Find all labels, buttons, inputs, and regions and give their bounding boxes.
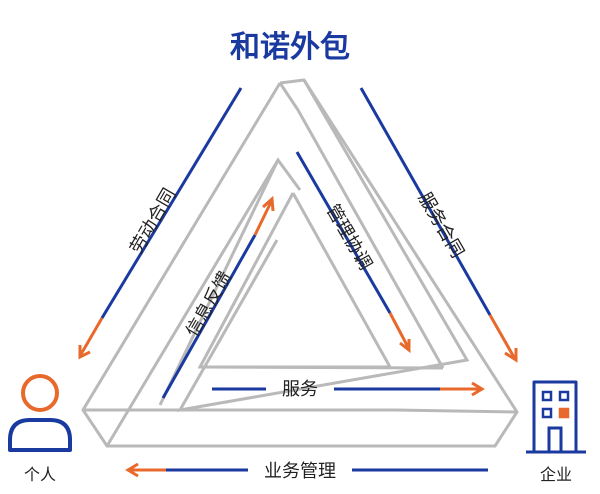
building-window-4 bbox=[558, 407, 570, 419]
triangle-inner-left bbox=[158, 159, 280, 406]
service-contract-arrowhead bbox=[504, 348, 518, 363]
coordination-arrow-tip bbox=[388, 312, 411, 350]
service-contract-arrow-line bbox=[359, 87, 492, 316]
label-person: 个人 bbox=[24, 465, 56, 484]
triangle-inner-base bbox=[199, 365, 444, 370]
building-window-2 bbox=[558, 390, 570, 402]
labor-contract-arrow-line bbox=[100, 87, 243, 319]
building-window-3 bbox=[541, 407, 553, 419]
triangle-band-b bbox=[278, 82, 445, 369]
coordination-arrow-line bbox=[295, 151, 392, 314]
coordination-arrowhead bbox=[399, 339, 411, 354]
person-head bbox=[21, 374, 59, 412]
feedback-arrow-tip bbox=[253, 199, 274, 236]
label-company: 企业 bbox=[540, 465, 572, 484]
label-service-contract: 服务合同 bbox=[414, 189, 468, 262]
service-arrowhead bbox=[471, 381, 485, 397]
building-outline bbox=[532, 380, 578, 452]
person-icon bbox=[8, 374, 72, 452]
arrows bbox=[78, 87, 518, 478]
triangle-band-a bbox=[177, 79, 470, 413]
diagram-title: 和诺外包 bbox=[230, 30, 350, 65]
label-coordination: 管理协调 bbox=[322, 201, 376, 274]
service-contract-arrow-tip bbox=[488, 314, 517, 360]
impossible-triangle bbox=[81, 78, 519, 448]
building-door bbox=[547, 426, 563, 454]
labor-contract-arrow-tip bbox=[78, 317, 104, 357]
building-window-1 bbox=[541, 390, 553, 402]
triangle-band-e bbox=[83, 408, 518, 414]
label-labor-contract: 劳动合同 bbox=[126, 185, 180, 258]
feedback-arrow-line bbox=[161, 234, 257, 399]
business-mgmt-arrowhead bbox=[125, 462, 139, 478]
building-icon bbox=[526, 380, 586, 454]
label-service: 服务 bbox=[282, 379, 318, 400]
person-body bbox=[8, 418, 72, 452]
label-business-management: 业务管理 bbox=[264, 461, 336, 482]
feedback-arrowhead bbox=[262, 195, 275, 212]
labor-contract-arrowhead bbox=[78, 345, 91, 360]
